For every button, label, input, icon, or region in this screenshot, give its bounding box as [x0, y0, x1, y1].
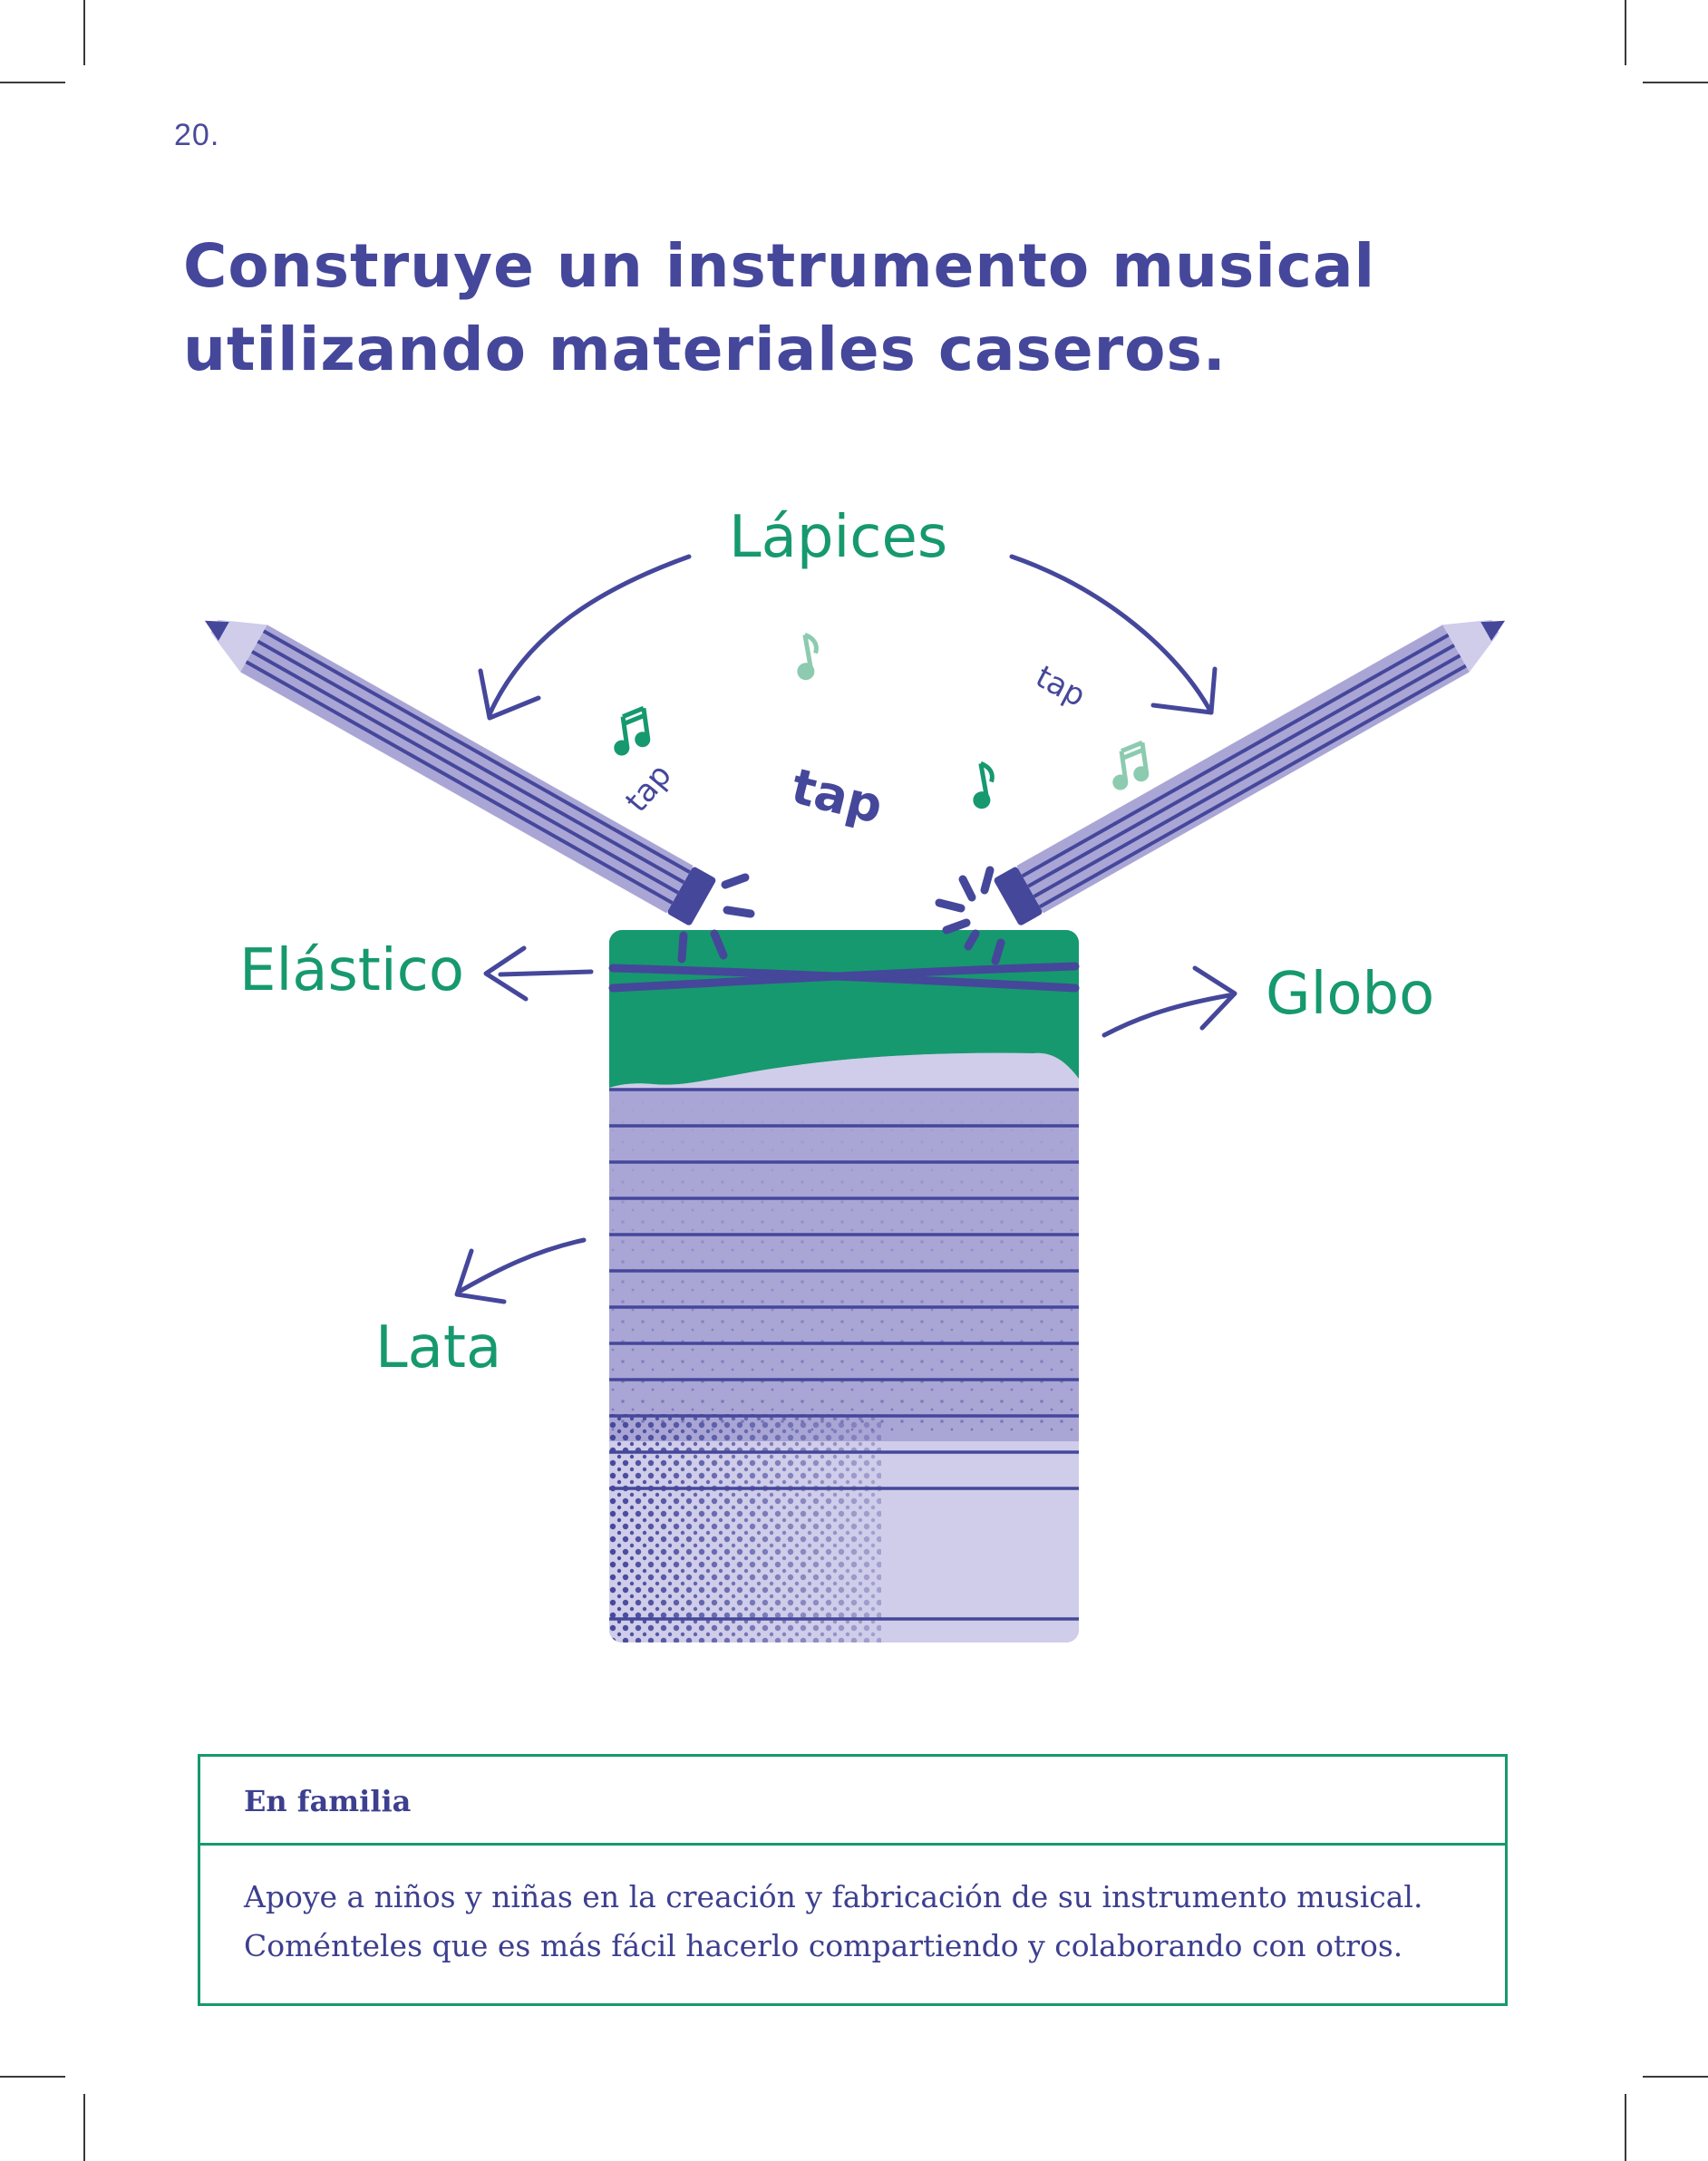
can-ridges	[609, 1088, 1079, 1621]
crop-mark	[1625, 0, 1626, 65]
sound-word: tap	[618, 757, 678, 819]
family-note-line: Coménteles que es más fácil hacerlo comp…	[244, 1928, 1403, 1963]
crop-mark	[1625, 2094, 1626, 2161]
page-title: Construye un instrumento musical utiliza…	[183, 231, 1376, 384]
elastic-bands	[608, 962, 1080, 993]
label-pencils: Lápices	[729, 504, 948, 571]
left-pencil	[204, 619, 716, 925]
family-note-heading: En familia	[200, 1757, 1505, 1846]
family-note-body: Apoye a niños y niñas en la creación y f…	[200, 1846, 1505, 1971]
family-note-line: Apoye a niños y niñas en la creación y f…	[244, 1879, 1423, 1914]
crop-mark	[0, 2076, 65, 2078]
crop-mark	[83, 2094, 85, 2161]
crop-mark	[1643, 82, 1708, 83]
crop-mark	[83, 0, 85, 65]
label-can: Lata	[375, 1314, 502, 1381]
family-note-box: En familia Apoye a niños y niñas en la c…	[198, 1754, 1508, 2006]
page-number: 20.	[174, 118, 220, 152]
sound-word: tap	[1030, 659, 1092, 714]
label-elastic: Elástico	[239, 937, 464, 1004]
impact-marks	[677, 866, 1005, 965]
arrows	[454, 554, 1237, 1304]
music-notes	[614, 632, 1150, 809]
crop-mark	[0, 82, 65, 83]
right-pencil	[994, 619, 1506, 925]
sound-words: tap tap tap	[618, 659, 1092, 835]
can	[609, 930, 1079, 1643]
sound-word: tap	[786, 757, 888, 835]
label-balloon: Globo	[1266, 961, 1435, 1028]
crop-mark	[1643, 2076, 1708, 2078]
